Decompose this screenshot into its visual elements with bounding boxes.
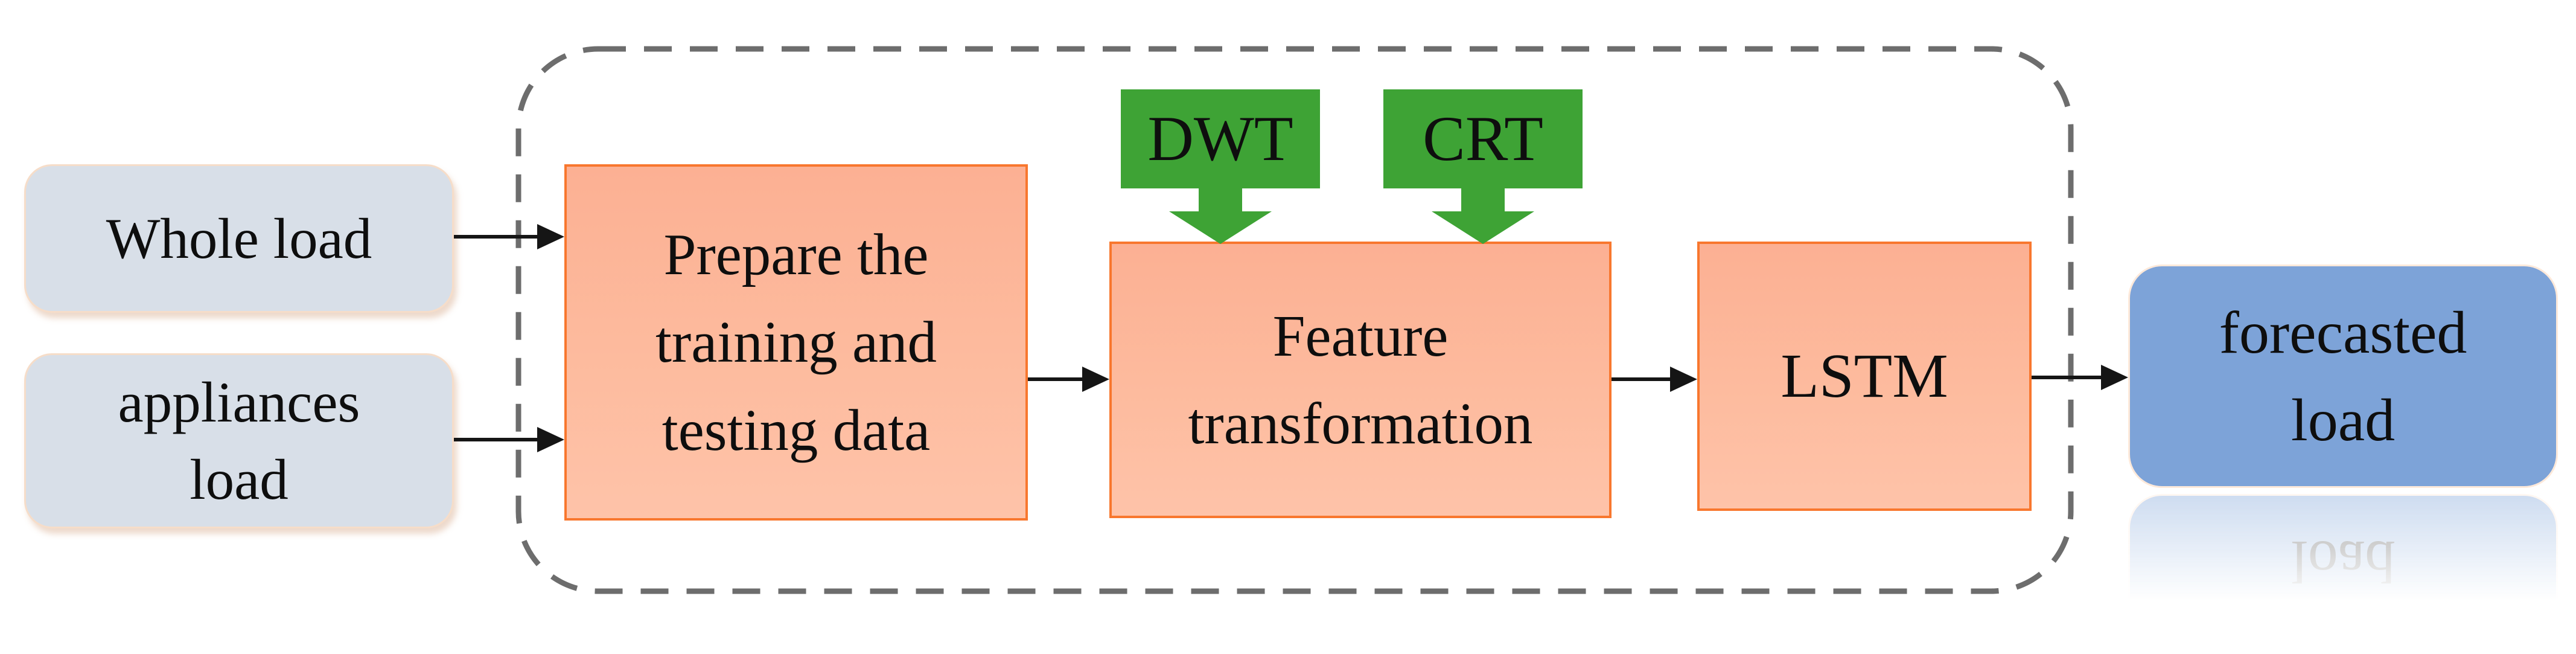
- appliances-load-label: appliances load: [118, 370, 360, 511]
- node-appliances-load: appliances load: [24, 353, 454, 528]
- prepare-data-label: Prepare the training and testing data: [655, 222, 937, 463]
- feature-transformation-label: Feature transformation: [1188, 303, 1533, 457]
- arrow-shaft: [1612, 377, 1670, 381]
- forecasted-load-reflection-label: forecasted load: [2219, 528, 2467, 654]
- arrow-head-icon: [537, 224, 564, 249]
- lstm-label: LSTM: [1781, 341, 1948, 411]
- node-prepare-data: Prepare the training and testing data: [564, 164, 1028, 521]
- arrow-shaft: [454, 438, 537, 441]
- node-dwt: DWT: [1121, 89, 1320, 188]
- node-feature-transformation: Feature transformation: [1109, 242, 1612, 518]
- arrow-head-icon: [1670, 367, 1697, 392]
- crt-down-arrow-icon: [1432, 187, 1534, 244]
- arrow-head-icon: [1082, 367, 1109, 392]
- crt-label: CRT: [1423, 103, 1543, 174]
- arrow-shaft: [1028, 377, 1082, 381]
- forecasted-load-label: forecasted load: [2219, 299, 2467, 454]
- node-lstm: LSTM: [1697, 242, 2032, 511]
- node-whole-load: Whole load: [24, 164, 454, 313]
- arrow-lstm-to-forecasted-load: [2032, 365, 2128, 390]
- arrow-head-icon: [537, 427, 564, 452]
- arrow-head-icon: [2101, 365, 2128, 390]
- arrow-shaft: [454, 235, 537, 239]
- dwt-down-arrow-icon: [1169, 187, 1272, 244]
- arrow-feature-to-lstm: [1612, 367, 1697, 392]
- arrow-appliances-load-to-prepare: [454, 427, 564, 452]
- arrow-whole-load-to-prepare: [454, 224, 564, 249]
- dashed-processing-region: [514, 45, 2075, 595]
- whole-load-label: Whole load: [106, 206, 372, 271]
- node-crt: CRT: [1383, 89, 1583, 188]
- dashed-border: [515, 46, 2074, 594]
- node-forecasted-load: forecasted load: [2128, 264, 2558, 488]
- forecasted-load-reflection: forecasted load: [2128, 494, 2558, 654]
- arrow-shaft: [2032, 376, 2101, 379]
- arrow-prepare-to-feature: [1028, 367, 1109, 392]
- dwt-label: DWT: [1147, 103, 1293, 174]
